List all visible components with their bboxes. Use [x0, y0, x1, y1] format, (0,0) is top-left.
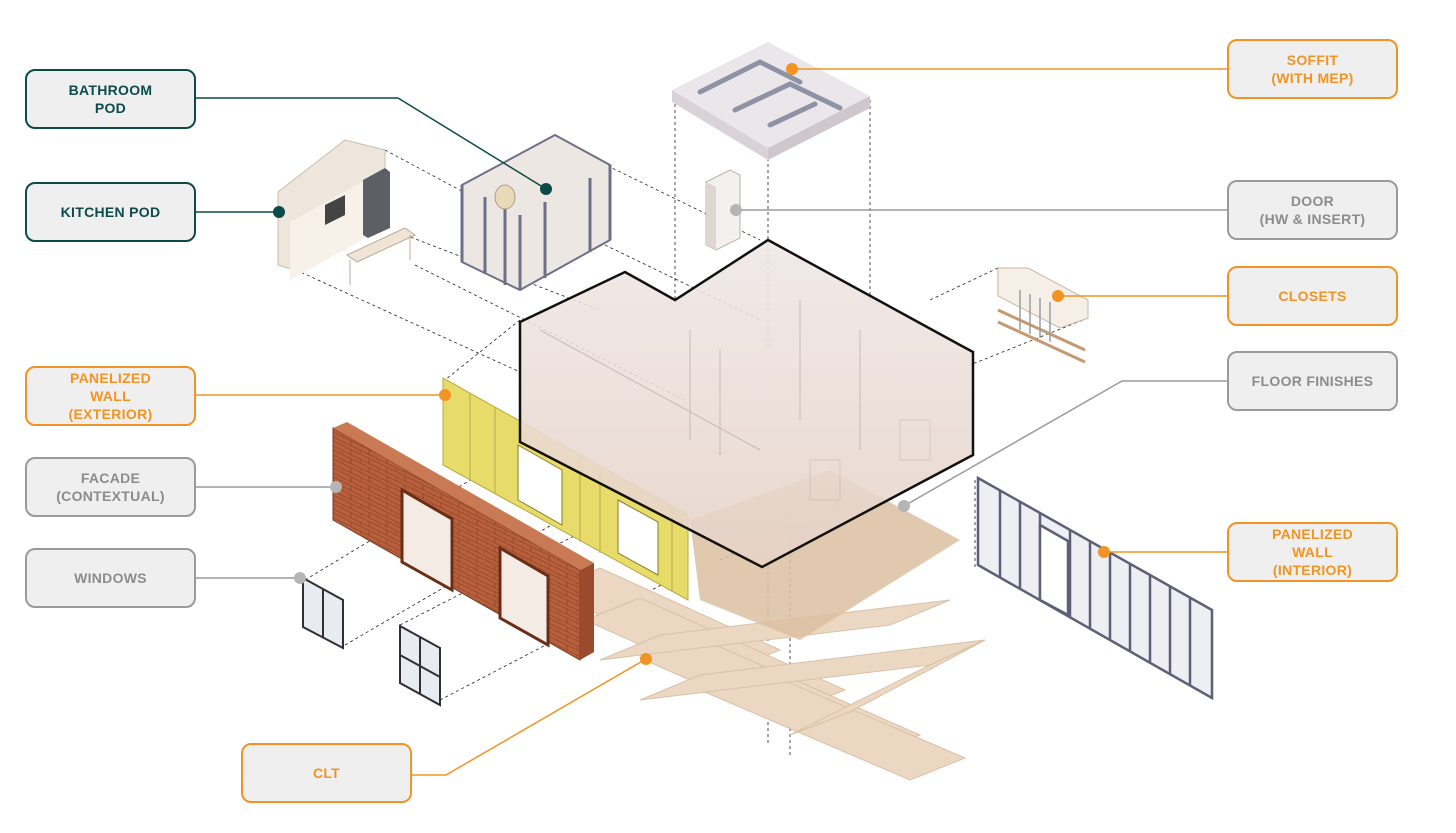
interior-stud-wall: [978, 478, 1212, 698]
windows-group: [303, 578, 440, 705]
dot-closets: [1052, 290, 1064, 302]
door-label: DOOR (HW & INSERT): [1227, 180, 1398, 240]
soffit-shape: [672, 42, 870, 160]
closets-shape: [998, 268, 1088, 362]
soffit-label: SOFFIT (WITH MEP): [1227, 39, 1398, 99]
dot-facade: [330, 481, 342, 493]
dot-door: [730, 204, 742, 216]
dot-soffit: [786, 63, 798, 75]
dot-windows: [294, 572, 306, 584]
clt-label: CLT: [241, 743, 412, 803]
bathroom-pod-label: BATHROOM POD: [25, 69, 196, 129]
facade-label: FACADE (CONTEXTUAL): [25, 457, 196, 517]
dot-panelized-wall-interior: [1098, 546, 1110, 558]
dot-kitchen-pod: [273, 206, 285, 218]
panelized-wall-exterior-label: PANELIZED WALL (EXTERIOR): [25, 366, 196, 426]
dot-floor-finishes: [898, 500, 910, 512]
kitchen-pod-shape: [278, 140, 415, 285]
windows-label: WINDOWS: [25, 548, 196, 608]
leader-clt: [412, 659, 646, 775]
kitchen-pod-label: KITCHEN POD: [25, 182, 196, 242]
dot-clt: [640, 653, 652, 665]
closets-label: CLOSETS: [1227, 266, 1398, 326]
dot-bathroom-pod: [540, 183, 552, 195]
bathroom-pod-shape: [462, 135, 610, 290]
floor-finishes-label: FLOOR FINISHES: [1227, 351, 1398, 411]
dot-panelized-wall-exterior: [439, 389, 451, 401]
panelized-wall-interior-label: PANELIZED WALL (INTERIOR): [1227, 522, 1398, 582]
